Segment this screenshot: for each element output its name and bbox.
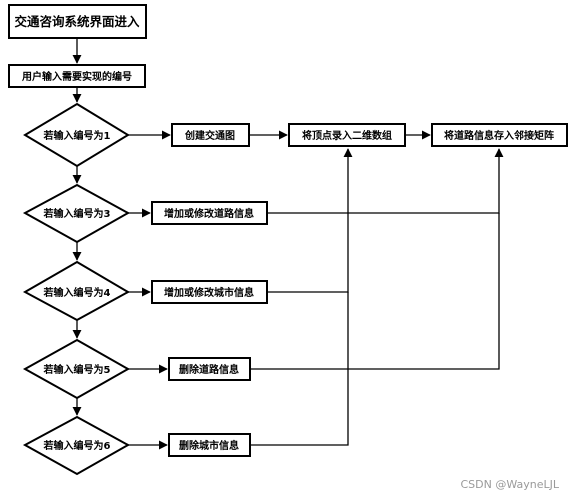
node-delete-city-label: 删除城市信息 (179, 439, 239, 452)
node-create-map: 创建交通图 (171, 123, 250, 147)
edges (72, 38, 504, 450)
node-adjacency: 将道路信息存入邻接矩阵 (431, 123, 568, 147)
node-delete-road: 删除道路信息 (168, 357, 251, 381)
node-edit-road: 增加或修改道路信息 (151, 201, 268, 225)
node-delete-road-label: 删除道路信息 (179, 363, 239, 376)
node-start: 交通咨询系统界面进入 (8, 4, 147, 39)
decision-4-label: 若输入编号为4 (43, 286, 111, 299)
edge-delcity-vertex (250, 292, 349, 446)
decision-1: 若输入编号为1 (23, 102, 130, 168)
edge-delroad-adjacency (250, 213, 500, 370)
decision-6: 若输入编号为6 (22, 415, 131, 476)
decision-5: 若输入编号为5 (22, 338, 131, 400)
node-vertex-array: 将顶点录入二维数组 (288, 123, 406, 147)
decision-3: 若输入编号为3 (22, 183, 131, 244)
watermark: CSDN @WayneLJL (460, 478, 559, 491)
node-create-map-label: 创建交通图 (184, 129, 235, 142)
node-adjacency-label: 将道路信息存入邻接矩阵 (444, 129, 554, 142)
node-input: 用户输入需要实现的编号 (8, 64, 146, 88)
node-vertex-array-label: 将顶点录入二维数组 (302, 129, 392, 142)
decision-6-label: 若输入编号为6 (43, 439, 111, 452)
node-edit-city: 增加或修改城市信息 (151, 280, 268, 304)
decision-4: 若输入编号为4 (22, 260, 131, 322)
node-delete-city: 删除城市信息 (168, 433, 251, 457)
decision-1-label: 若输入编号为1 (43, 129, 111, 142)
node-edit-city-label: 增加或修改城市信息 (164, 286, 254, 299)
node-edit-road-label: 增加或修改道路信息 (164, 207, 254, 220)
decision-5-label: 若输入编号为5 (43, 363, 111, 376)
node-start-label: 交通咨询系统界面进入 (14, 14, 140, 29)
edge-editcity-vertex (267, 148, 353, 293)
node-input-label: 用户输入需要实现的编号 (21, 70, 132, 83)
edge-editroad-adjacency (267, 148, 504, 214)
decision-3-label: 若输入编号为3 (43, 207, 111, 220)
